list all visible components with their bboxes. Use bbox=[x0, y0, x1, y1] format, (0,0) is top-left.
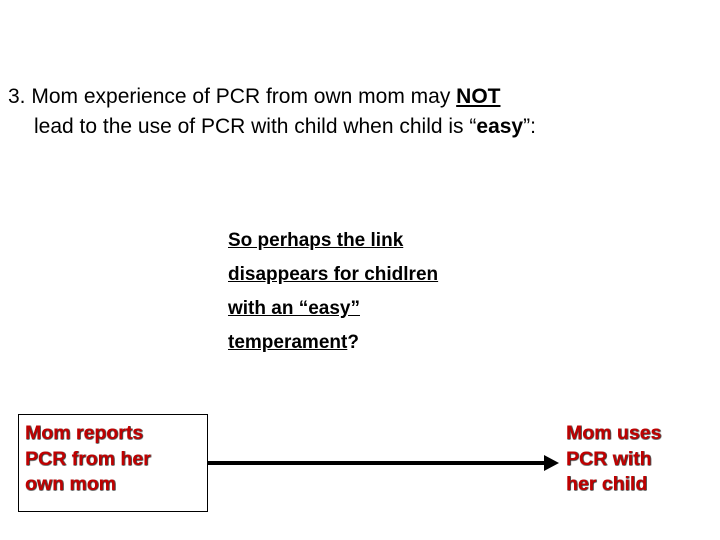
left-box-line-3: own mom bbox=[25, 473, 116, 495]
heading-line-2: lead to the use of PCR with child when c… bbox=[8, 112, 708, 142]
right-box-line-2: PCR with bbox=[566, 447, 652, 470]
arrow-head bbox=[544, 455, 559, 471]
heading-number: 3. bbox=[8, 85, 26, 108]
note-line-2: disappears for chidlren bbox=[228, 264, 439, 285]
arrow-shaft bbox=[208, 461, 546, 465]
left-box-line-2: PCR from her bbox=[25, 447, 151, 470]
right-box-line-1: Mom uses bbox=[566, 422, 662, 444]
note-line-3: with an “easy” bbox=[228, 298, 360, 319]
diagram-box-left: Mom reports PCR from her own mom bbox=[18, 414, 208, 512]
note-line-4-underlined: temperament bbox=[228, 332, 348, 353]
heading-line-2-text: lead to the use of PCR with child when c… bbox=[34, 115, 477, 138]
right-box-line-3: her child bbox=[566, 473, 648, 495]
note-block: So perhaps the link disappears for chidl… bbox=[228, 224, 528, 360]
diagram-box-right: Mom uses PCR with her child bbox=[559, 414, 702, 512]
arrow-right-icon bbox=[208, 455, 559, 471]
heading-line-2-tail: ”: bbox=[523, 115, 536, 138]
note-line-4: temperament? bbox=[228, 326, 528, 360]
note-line-4-tail: ? bbox=[347, 332, 359, 353]
heading-emphasis-easy: easy bbox=[476, 115, 524, 138]
left-box-line-1: Mom reports bbox=[25, 422, 144, 444]
note-line-1: So perhaps the link bbox=[228, 230, 404, 251]
heading-emphasis-not: NOT bbox=[456, 85, 501, 108]
heading-line-1: 3. Mom experience of PCR from own mom ma… bbox=[8, 82, 708, 112]
page-title: 3. Mom experience of PCR from own mom ma… bbox=[8, 82, 708, 142]
heading-line-1-text: Mom experience of PCR from own mom may bbox=[31, 85, 457, 108]
